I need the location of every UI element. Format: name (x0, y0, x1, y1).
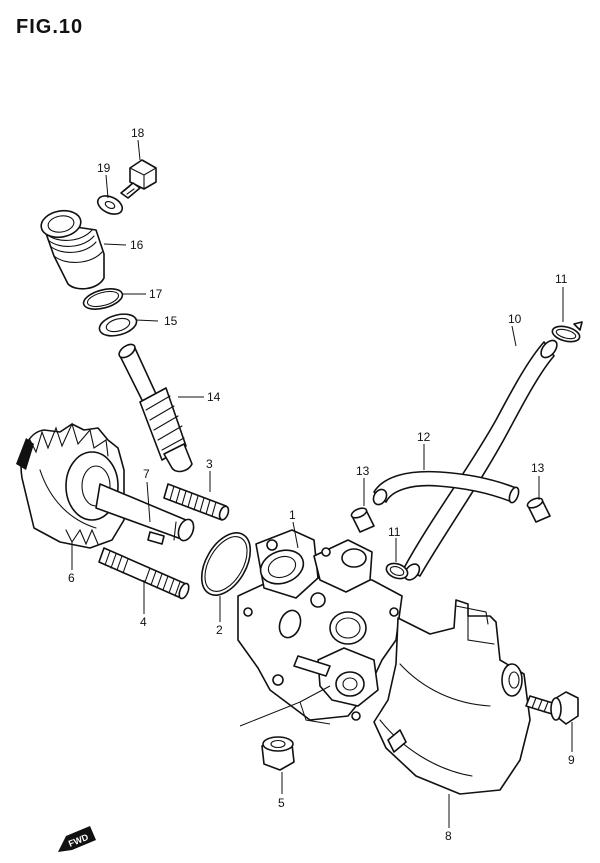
hose-cap-right-part (526, 497, 551, 523)
callout-13-left: 13 (356, 464, 370, 478)
oil-pump-body-part (237, 529, 403, 721)
bushing-housing-part (40, 209, 105, 290)
callout-18: 18 (131, 126, 145, 140)
callout-4: 4 (140, 615, 147, 629)
forward-arrow: FWD (58, 826, 96, 852)
bolt-top-part (120, 159, 157, 199)
callout-10: 10 (508, 312, 522, 326)
leader-lines (71, 139, 573, 828)
callout-1: 1 (289, 508, 296, 522)
pump-shaft-part (95, 483, 195, 545)
nut-part (261, 736, 295, 771)
figure-title: FIG.10 (16, 16, 83, 38)
hose-clip-upper-part (551, 321, 583, 343)
stud-bolt-lower-part (98, 547, 190, 600)
callout-2: 2 (216, 623, 223, 637)
callout-5: 5 (278, 796, 285, 810)
oil-hose-short-part (372, 470, 520, 506)
callout-9: 9 (568, 753, 575, 767)
callout-7: 7 (143, 467, 150, 481)
o-ring-part (200, 532, 252, 596)
driven-gear-shaft-part (118, 343, 193, 473)
gasket-washer-part (96, 195, 124, 215)
hose-cap-left-part (350, 507, 375, 533)
callout-14: 14 (207, 390, 221, 404)
callout-19: 19 (97, 161, 111, 175)
hose-clip-lower-part (385, 562, 409, 580)
stud-bolt-upper-part (163, 483, 230, 521)
callout-11-lower: 11 (388, 525, 401, 539)
callout-11-upper: 11 (555, 272, 568, 286)
callout-3: 3 (206, 457, 213, 471)
callout-12: 12 (417, 430, 431, 444)
callout-16: 16 (130, 238, 144, 252)
cover-bolt-part (525, 691, 579, 725)
callout-8: 8 (445, 829, 452, 843)
pump-cover-part (373, 599, 531, 795)
washer-part (98, 313, 138, 337)
callout-labels: 18 19 16 17 15 14 3 7 6 4 2 1 11 10 12 1… (68, 126, 575, 843)
oil-hose-long-part (403, 339, 558, 581)
callout-15: 15 (164, 314, 178, 328)
o-ring-small-part (82, 288, 124, 310)
callout-6: 6 (68, 571, 75, 585)
drive-gear-part (16, 422, 125, 549)
callout-13-right: 13 (531, 461, 545, 475)
callout-17: 17 (149, 287, 163, 301)
